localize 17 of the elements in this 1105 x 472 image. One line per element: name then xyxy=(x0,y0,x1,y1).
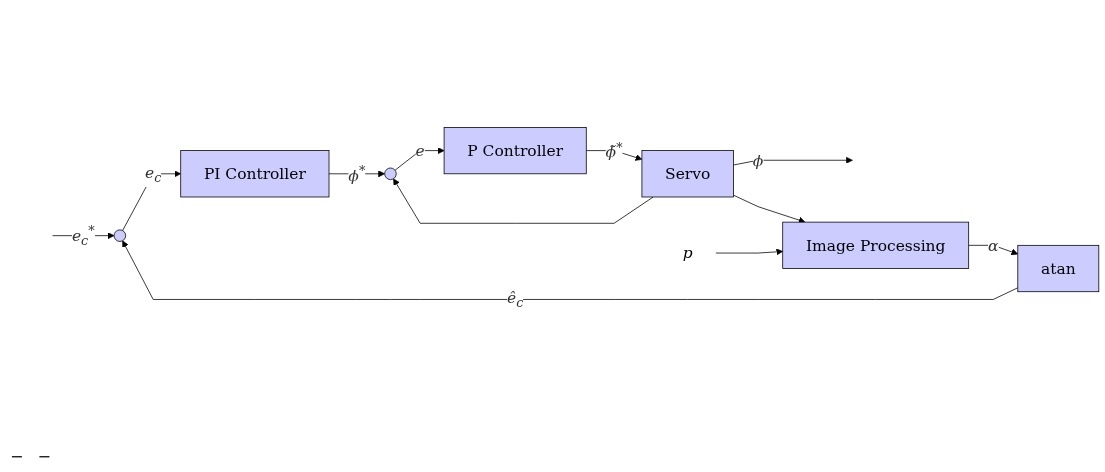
edge-label: e$_{c}$ xyxy=(145,162,162,185)
node-box xyxy=(180,150,330,198)
edge-label: α xyxy=(988,236,999,255)
node-circle xyxy=(384,167,397,180)
edge-label: ϕ$^{*}$ xyxy=(348,163,366,185)
minus-sign: − xyxy=(37,447,51,466)
edge-label: ê$_{c}$ xyxy=(506,288,524,311)
node-box xyxy=(782,221,970,269)
node-text: p xyxy=(682,243,693,263)
edge-label: ϕ xyxy=(752,150,764,170)
node-box xyxy=(1017,244,1100,293)
edge-label: e xyxy=(415,141,425,160)
node-box xyxy=(641,150,734,198)
edge-label: ϕ̃$^{*}$ xyxy=(605,139,623,162)
node-circle xyxy=(113,229,127,242)
node-box xyxy=(443,127,587,175)
minus-sign: − xyxy=(10,447,24,466)
